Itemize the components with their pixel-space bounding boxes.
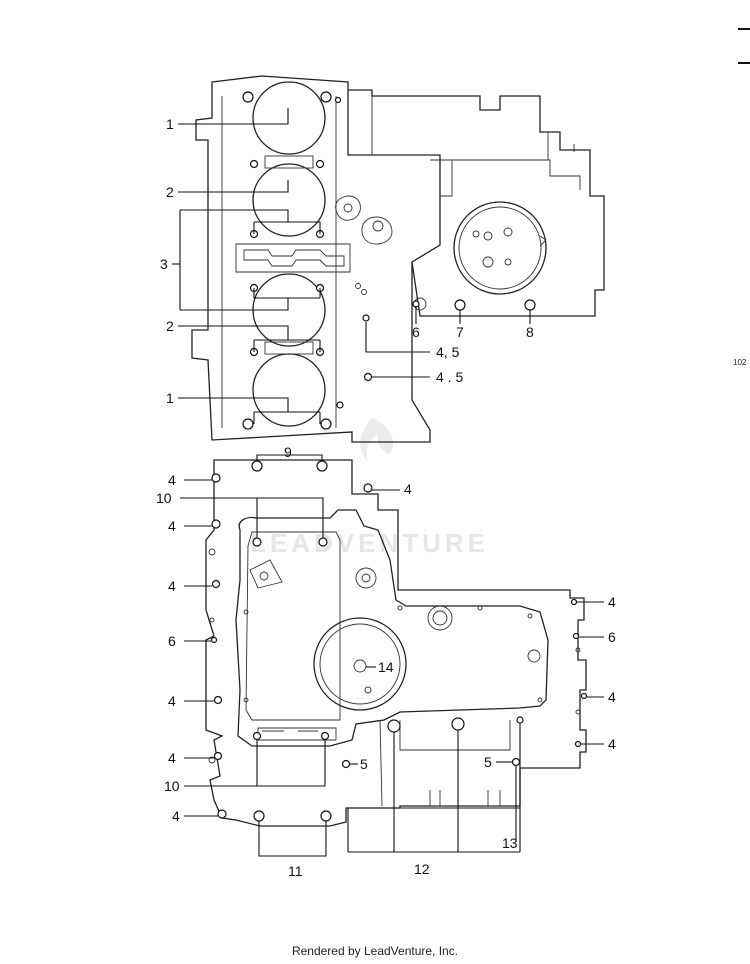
edge-mark-top [738, 28, 750, 30]
upper-leader-lines [172, 108, 531, 424]
callout-10-bottom: 10 [164, 778, 180, 794]
watermark: LEADVENTURE [250, 418, 489, 558]
page-number: 102 [733, 358, 747, 367]
callout-7: 7 [456, 324, 464, 340]
lower-leader-lines [180, 454, 604, 857]
callout-1-bottom: 1 [166, 390, 174, 406]
callout-4-r3: 4 [608, 736, 616, 752]
callout-4-l2: 4 [404, 481, 412, 497]
callout-3: 3 [160, 256, 168, 272]
callout-5-lower-left: 5 [360, 756, 368, 772]
callout-10-top: 10 [156, 490, 172, 506]
callout-14: 14 [378, 659, 394, 675]
callout-2-top: 2 [166, 184, 174, 200]
callout-4-l7: 4 [172, 808, 180, 824]
callout-4-l5: 4 [168, 693, 176, 709]
callout-12: 12 [414, 861, 430, 877]
callout-8: 8 [526, 324, 534, 340]
callout-6-lower-left: 6 [168, 633, 176, 649]
callout-4-5-b: 4 . 5 [436, 369, 463, 385]
callout-5-lower-right: 5 [484, 754, 492, 770]
watermark-text: LEADVENTURE [250, 528, 489, 558]
lower-callouts: 9 4 4 10 4 4 6 4 4 10 4 5 14 4 6 4 4 5 1… [156, 444, 616, 879]
edge-mark-bottom [738, 62, 750, 64]
callout-13: 13 [502, 835, 518, 851]
callout-4-l6: 4 [168, 750, 176, 766]
callout-1-top: 1 [166, 116, 174, 132]
upper-callouts: 1 2 3 2 1 6 7 8 4, 5 4 . 5 [160, 116, 534, 406]
callout-4-r1: 4 [608, 594, 616, 610]
callout-4-5-a: 4, 5 [436, 344, 460, 360]
callout-4-l4: 4 [168, 578, 176, 594]
footer-credit: Rendered by LeadVenture, Inc. [291, 944, 459, 958]
callout-6-lower-right: 6 [608, 629, 616, 645]
callout-4-l3: 4 [168, 518, 176, 534]
upper-crankcase [191, 75, 605, 443]
callout-9: 9 [284, 444, 292, 460]
callout-4-r2: 4 [608, 689, 616, 705]
callout-2-bottom: 2 [166, 318, 174, 334]
callout-11: 11 [288, 863, 303, 879]
lower-crankcase [205, 459, 588, 827]
callout-6-upper: 6 [412, 324, 420, 340]
callout-4-l1: 4 [168, 472, 176, 488]
